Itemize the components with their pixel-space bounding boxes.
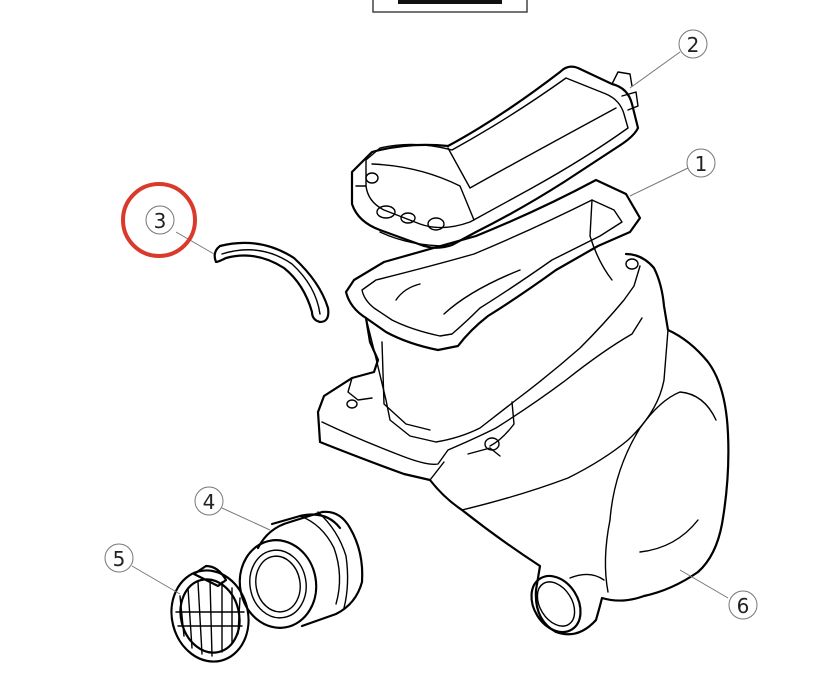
callout-6: 6 [728, 590, 758, 620]
part-1-gasket-frame [344, 178, 642, 352]
part-3-seal-strip [213, 241, 330, 324]
callout-3: 3 [121, 182, 197, 258]
part-4-intake-boot [238, 510, 364, 629]
leader-1 [629, 167, 689, 197]
callout-2: 2 [678, 29, 708, 59]
callout-3-label: 3 [154, 209, 167, 233]
callout-1: 1 [686, 148, 716, 178]
callout-4-label: 4 [203, 490, 216, 514]
part-2-intake-duct [350, 65, 640, 249]
leader-4 [221, 507, 271, 531]
callout-5: 5 [104, 543, 134, 573]
callout-4: 4 [194, 486, 224, 516]
title-box [372, 0, 528, 13]
leader-lines [131, 51, 729, 599]
callout-3-highlight-ring [121, 182, 197, 258]
callout-5-label: 5 [113, 547, 126, 571]
leader-2 [629, 51, 681, 89]
leader-5 [131, 565, 181, 595]
part-6-airbox-housing [316, 252, 730, 636]
callout-1-label: 1 [695, 152, 708, 176]
callout-6-label: 6 [737, 594, 750, 618]
callout-2-label: 2 [687, 33, 700, 57]
leader-6 [679, 569, 729, 599]
leader-3 [175, 231, 215, 255]
part-5-hose-clamp [170, 564, 250, 663]
